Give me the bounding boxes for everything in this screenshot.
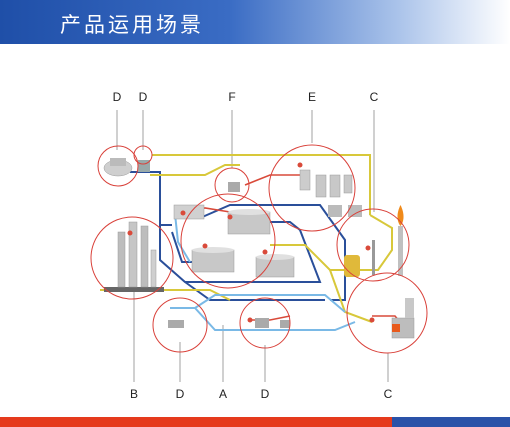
label-top-e: E — [308, 90, 316, 104]
valve-markers — [127, 162, 375, 323]
distillation-columns — [104, 221, 164, 292]
storage-tanks — [173, 204, 295, 278]
bottom-labels: B D A D C — [130, 387, 393, 401]
furnace-unit — [391, 298, 415, 339]
circle-c-furnace — [346, 272, 428, 354]
header-banner: 产品运用场景 — [0, 0, 510, 44]
label-top-d2: D — [139, 90, 148, 104]
label-top-d1: D — [113, 90, 122, 104]
circle-f — [214, 167, 250, 203]
label-leader-lines — [116, 110, 389, 382]
label-top-c: C — [370, 90, 379, 104]
top-labels: D D F E C — [113, 90, 379, 104]
circle-d-small — [133, 145, 153, 165]
circle-a — [180, 193, 276, 289]
reactor-unit — [299, 169, 362, 217]
flare-stack — [344, 205, 404, 277]
cyan-pipes — [170, 213, 356, 331]
label-bottom-b: B — [130, 387, 138, 401]
circle-d-bottom2 — [239, 297, 291, 349]
highlight-circles — [90, 144, 428, 354]
footer-accent — [392, 417, 510, 427]
circle-d-boiler — [97, 145, 139, 187]
circle-b — [90, 216, 174, 300]
page-title: 产品运用场景 — [60, 13, 204, 37]
footer-bar — [0, 417, 510, 427]
label-bottom-a: A — [219, 387, 227, 401]
circle-d-bottom1 — [152, 297, 208, 353]
label-top-f: F — [228, 90, 235, 104]
label-bottom-d1: D — [176, 387, 185, 401]
circle-e — [268, 144, 356, 232]
label-bottom-d2: D — [261, 387, 270, 401]
boiler-unit — [103, 158, 150, 177]
circle-c-flare — [336, 208, 410, 282]
pump-units — [168, 182, 290, 328]
label-bottom-c: C — [384, 387, 393, 401]
